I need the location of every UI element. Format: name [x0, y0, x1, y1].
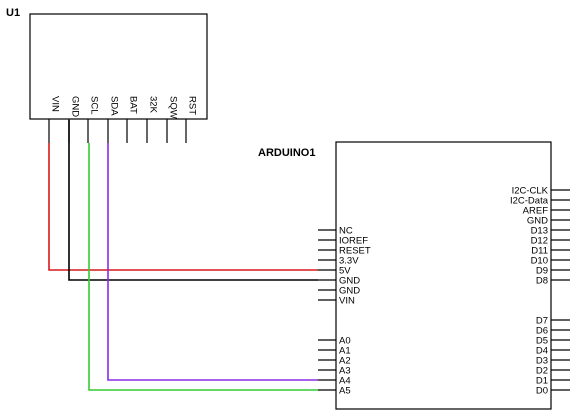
arduino-right-pin-d12-5-label: D12	[531, 236, 548, 247]
arduino-right-pin-d9-8-label: D9	[536, 266, 548, 277]
arduino-left-pin-ioref-1-label: IOREF	[339, 236, 368, 247]
wire-sda-a4	[107, 143, 318, 381]
arduino-left-pin-gnd-6-label: GND	[339, 286, 360, 297]
arduino-right-pin-d13-4-label: D13	[531, 226, 548, 237]
arduino-right-pin-gnd-3-label: GND	[527, 216, 548, 227]
arduino-right-pin-i2c-clk-0-label: I2C-CLK	[512, 186, 549, 197]
arduino-left-pin-a1-9-label: A1	[339, 346, 351, 357]
arduino-label: ARDUINO1	[258, 147, 315, 159]
arduino-board: ARDUINO1 NCIOREFRESET3.3V5VGNDGNDVINA0A1…	[258, 141, 570, 410]
wire-scl-a5	[88, 143, 318, 391]
arduino-right-pin-d0-17-label: D0	[536, 386, 548, 397]
arduino-left-pin-reset-2-label: RESET	[339, 246, 371, 257]
u1-pin-rst-7-label: RST	[187, 96, 198, 115]
u1-pin-vin-0-label: VIN	[50, 96, 61, 112]
arduino-right-pin-aref-2-label: AREF	[523, 206, 549, 217]
arduino-right-pin-d6-11-label: D6	[536, 326, 548, 337]
arduino-right-pin-d3-14-label: D3	[536, 356, 548, 367]
arduino-left-pin-a5-13-label: A5	[339, 386, 351, 397]
arduino-right-pin-d8-9-label: D8	[536, 276, 548, 287]
arduino-left-pin-a2-10-label: A2	[339, 356, 351, 367]
arduino-left-pin-a4-12-label: A4	[339, 376, 351, 387]
u1-label: U1	[6, 7, 20, 19]
u1-pin-sqw-6-label: SQW	[168, 96, 179, 119]
arduino-left-pin-gnd-5-label: GND	[339, 276, 360, 287]
arduino-right-pin-d1-16-label: D1	[536, 376, 548, 387]
arduino-left-pin-a3-11-label: A3	[339, 366, 351, 377]
arduino-right-pin-d11-6-label: D11	[531, 246, 548, 257]
u1-pin-scl-2-label: SCL	[89, 96, 100, 114]
arduino-left-pin-vin-7-label: VIN	[339, 296, 355, 307]
arduino-right-pin-d10-7-label: D10	[531, 256, 548, 267]
wire-vin-5v	[48, 143, 318, 271]
arduino-left-pin-a0-8-label: A0	[339, 336, 351, 347]
wires	[48, 120, 318, 391]
arduino-right-pin-d4-13-label: D4	[536, 346, 548, 357]
u1-pin-gnd-1-label: GND	[70, 96, 81, 117]
u1-pin-sda-3-label: SDA	[109, 96, 120, 116]
arduino-left-pin-nc-0-label: NC	[339, 226, 353, 237]
u1-pins: VIN GND SCL SDA BAT 32K SQW RST	[48, 96, 198, 143]
arduino-right-pins: I2C-CLKI2C-DataAREFGNDD13D12D11D10D9D8D7…	[510, 186, 570, 397]
arduino-right-pin-i2c-data-1-label: I2C-Data	[510, 196, 549, 207]
arduino-right-pin-d7-10-label: D7	[536, 316, 548, 327]
arduino-left-pin-3-3v-3-label: 3.3V	[339, 256, 359, 267]
arduino-right-pin-d5-12-label: D5	[536, 336, 548, 347]
wire-gnd-gnd	[68, 120, 318, 281]
u1-module: U1 VIN GND SCL SDA BAT 32K SQW RST	[6, 7, 208, 143]
arduino-left-pin-5v-4-label: 5V	[339, 266, 351, 277]
arduino-body	[335, 141, 552, 410]
arduino-right-pin-d2-15-label: D2	[536, 366, 548, 377]
u1-pin-32k-5-label: 32K	[148, 96, 159, 114]
u1-pin-bat-4-label: BAT	[128, 96, 139, 114]
u1-body	[29, 13, 208, 120]
